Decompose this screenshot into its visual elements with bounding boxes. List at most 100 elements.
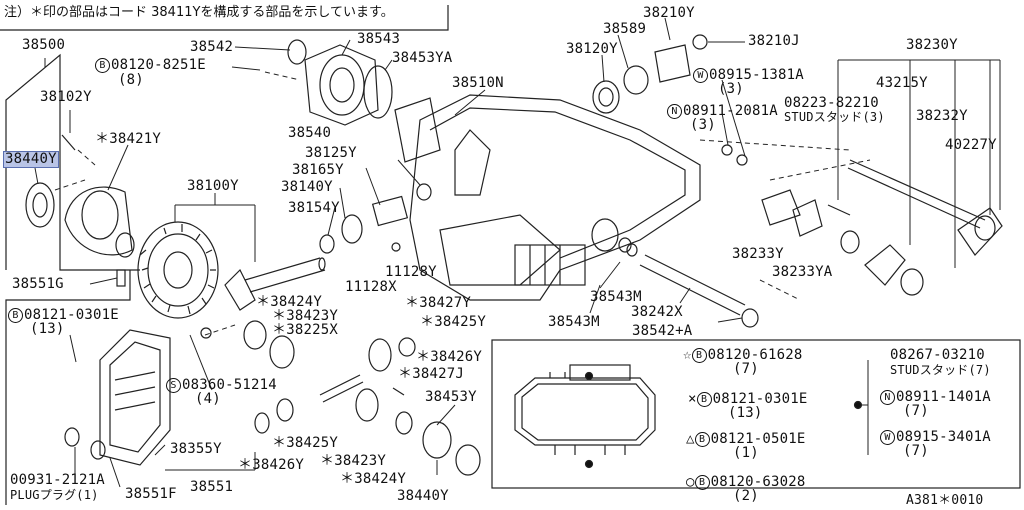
nut-n-icon: N [667, 104, 682, 119]
part-label-38540[interactable]: 38540 [288, 125, 332, 141]
part-label-38543M-a[interactable]: 38543M [590, 289, 642, 305]
part-label-38453Y[interactable]: 38453Y [425, 389, 477, 405]
part-label-38543-top[interactable]: 38543 [357, 31, 401, 47]
drive-pinion [224, 257, 326, 311]
rear-cover [64, 269, 171, 466]
part-qty-08360-51214: (4) [195, 391, 221, 407]
differential-case [25, 134, 135, 258]
part-label-38453YA[interactable]: 38453YA [392, 50, 453, 66]
dashed-lines [54, 71, 871, 336]
axle-shafts [761, 159, 1003, 296]
figure-code: A381＊0010 [906, 493, 984, 508]
legend-star-qty: (7) [733, 361, 759, 377]
part-label-38232Y[interactable]: 38232Y [916, 108, 968, 124]
differential-gears [243, 320, 481, 476]
legend-nut-qty: (7) [903, 403, 929, 419]
part-label-38543M-b[interactable]: 38543M [548, 314, 600, 330]
legend-washer-qty: (7) [903, 443, 929, 459]
part-label-38210Y[interactable]: 38210Y [643, 5, 695, 21]
legend-stud[interactable]: 08267-03210 [890, 347, 985, 363]
legend-triangle-qty: (1) [733, 445, 759, 461]
part-label-38542[interactable]: 38542 [190, 39, 234, 55]
part-label-38423Y-b[interactable]: ＊38423Y [320, 453, 386, 469]
part-label-38426Y-a[interactable]: ＊38426Y [416, 349, 482, 365]
part-label-38440Y-b[interactable]: 38440Y [397, 488, 449, 504]
part-label-38355Y[interactable]: 38355Y [170, 441, 222, 457]
part-label-38551G[interactable]: 38551G [12, 276, 64, 292]
part-label-38230Y[interactable]: 38230Y [906, 37, 958, 53]
pattern-dot-bottom [584, 459, 594, 469]
part-label-38423Y-a[interactable]: ＊38423Y [272, 308, 338, 324]
part-label-38426Y-b[interactable]: ＊38426Y [238, 457, 304, 473]
bolt-b-icon: B [694, 432, 710, 447]
part-label-38102Y[interactable]: 38102Y [40, 89, 92, 105]
part-label-38424Y-b[interactable]: ＊38424Y [340, 471, 406, 487]
part-label-38500[interactable]: 38500 [22, 37, 66, 53]
part-label-38242X[interactable]: 38242X [631, 304, 683, 320]
part-label-43215Y[interactable]: 43215Y [876, 75, 928, 91]
part-sub-plug: PLUGプラグ(1) [10, 488, 99, 502]
part-qty-08915-1381A: (3) [718, 81, 744, 97]
part-label-38589[interactable]: 38589 [603, 21, 647, 37]
ring-gear [137, 221, 219, 319]
bolt-b-icon: B [696, 392, 712, 407]
part-label-38233Y[interactable]: 38233Y [732, 246, 784, 262]
washer-w-icon: W [693, 68, 708, 83]
part-label-40227Y[interactable]: 40227Y [945, 137, 997, 153]
legend-dot [853, 400, 863, 410]
triangle-icon: △ [686, 431, 695, 447]
part-label-38165Y[interactable]: 38165Y [292, 162, 344, 178]
part-label-08223-82210[interactable]: 08223-82210 [784, 95, 879, 111]
part-label-38424Y-a[interactable]: ＊38424Y [256, 294, 322, 310]
part-label-38425Y-b[interactable]: ＊38425Y [272, 435, 338, 451]
leader-lines [34, 17, 1001, 488]
side-retainer [287, 39, 441, 163]
part-label-38425Y-a[interactable]: ＊38425Y [420, 314, 486, 330]
part-label-38427J[interactable]: ＊38427J [398, 366, 464, 382]
part-label-38551[interactable]: 38551 [190, 479, 234, 495]
part-label-00931-2121A[interactable]: 00931-2121A [10, 472, 105, 488]
part-label-38542-A[interactable]: 38542+A [632, 323, 693, 339]
bolt-b-icon: B [691, 348, 707, 363]
part-label-38427Y[interactable]: ＊38427Y [405, 295, 471, 311]
part-label-38210J[interactable]: 38210J [748, 33, 800, 49]
part-label-38154Y[interactable]: 38154Y [288, 200, 340, 216]
part-qty-08121-0301E: (13) [30, 321, 65, 337]
side-tube [618, 237, 759, 328]
bolt-b-icon: B [694, 475, 710, 490]
part-label-38233YA[interactable]: 38233YA [772, 264, 833, 280]
part-label-38421Y[interactable]: ＊38421Y [95, 131, 161, 147]
part-label-11128X[interactable]: 11128X [345, 279, 397, 295]
part-label-11128Y[interactable]: 11128Y [385, 264, 437, 280]
circle-icon: ○ [686, 474, 695, 490]
star-icon: ☆ [683, 347, 692, 363]
legend-circle-qty: (2) [733, 488, 759, 504]
part-label-38510N[interactable]: 38510N [452, 75, 504, 91]
cover-group-frame [5, 270, 131, 505]
cross-icon: × [688, 391, 697, 407]
part-label-38140Y[interactable]: 38140Y [281, 179, 333, 195]
bolt-b-icon: B [8, 308, 23, 323]
part-label-38120Y[interactable]: 38120Y [566, 41, 618, 57]
part-label-38125Y[interactable]: 38125Y [305, 145, 357, 161]
part-label-38225X[interactable]: ＊38225X [272, 322, 338, 338]
part-sub-stud: STUDスタッド(3) [784, 110, 885, 124]
part-qty-08120-8251E: (8) [118, 72, 144, 88]
part-label-38440Y-highlighted[interactable]: 38440Y [3, 151, 59, 168]
part-label-38551F[interactable]: 38551F [125, 486, 177, 502]
note-text: 注）＊印の部品はコード 38411Yを構成する部品を示しています。 [4, 5, 394, 20]
part-label-38100Y[interactable]: 38100Y [187, 178, 239, 194]
